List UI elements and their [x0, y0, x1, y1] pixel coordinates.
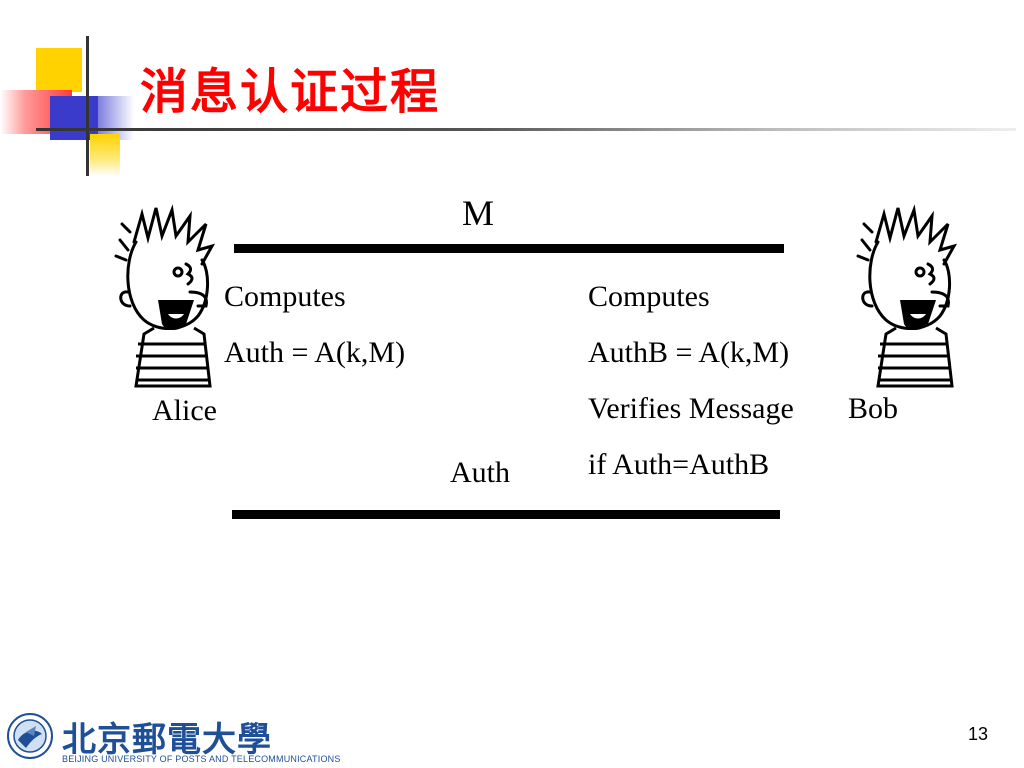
- university-emblem-icon: [7, 713, 53, 759]
- alice-figure-icon: [114, 204, 216, 388]
- page-number: 13: [968, 724, 989, 744]
- decor-blue-square: [50, 96, 98, 140]
- bob-verifies-label: Verifies Message: [588, 392, 794, 425]
- decor-vertical-line: [86, 36, 89, 176]
- university-logo-english: BEIJING UNIVERSITY OF POSTS AND TELECOMM…: [62, 754, 341, 764]
- message-label: M: [462, 193, 495, 233]
- decor-yellow-fade: [90, 134, 120, 176]
- university-logo-chinese: 北京郵電大學: [62, 720, 272, 760]
- decor-yellow-square: [36, 48, 82, 92]
- bob-condition-label: if Auth=AuthB: [588, 448, 770, 481]
- alice-computes-label: Computes: [224, 280, 346, 313]
- message-arrow-line: [234, 244, 784, 253]
- auth-label: Auth: [450, 456, 510, 489]
- bob-authb-formula: AuthB = A(k,M): [588, 336, 790, 369]
- auth-arrow-line: [232, 510, 780, 519]
- bob-name: Bob: [848, 392, 899, 425]
- bob-figure-icon: [856, 204, 958, 388]
- slide-title: 消息认证过程: [140, 64, 441, 120]
- alice-auth-formula: Auth = A(k,M): [224, 336, 406, 369]
- decor-blue-fade: [98, 96, 134, 140]
- alice-name: Alice: [152, 394, 217, 427]
- title-underline: [36, 128, 1016, 131]
- bob-computes-label: Computes: [588, 280, 710, 313]
